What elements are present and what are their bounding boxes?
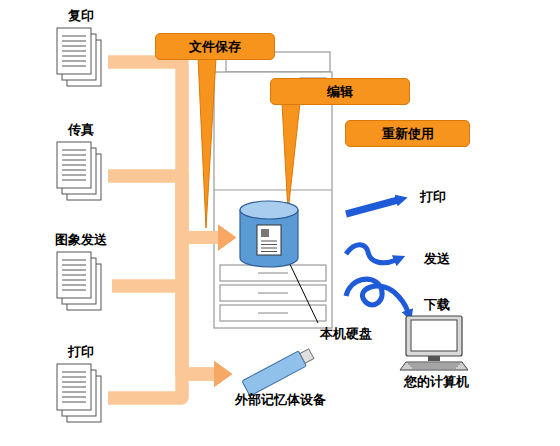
- node-label: 您的计算机: [386, 374, 486, 390]
- flow-arrow: [112, 238, 218, 286]
- hard-disk: 本机硬盘: [238, 198, 300, 286]
- flow-arrow: [112, 286, 214, 374]
- callout-text: 文件保存: [189, 39, 241, 55]
- leader-line: [286, 256, 318, 323]
- node-label: 外部记忆体设备: [220, 392, 340, 408]
- callout-box: 文件保存: [155, 33, 275, 60]
- flow-arrow: [108, 62, 218, 238]
- document-stack: 图象发送: [44, 232, 118, 316]
- computer-picture: [386, 314, 486, 374]
- usb-memory-picture: [220, 348, 340, 392]
- print-arrow: [346, 200, 398, 214]
- flow-arrow: [108, 238, 218, 398]
- document-stack: 传真: [48, 122, 114, 206]
- node-label: 图象发送: [44, 232, 118, 248]
- document-stack-picture: [48, 360, 114, 428]
- node-label: 复印: [48, 8, 114, 24]
- callout-tail: [282, 103, 300, 212]
- usb-memory: 外部记忆体设备: [220, 348, 340, 408]
- document-stack-picture: [48, 138, 114, 206]
- action-label: 打印: [420, 188, 446, 206]
- flow-arrow: [108, 62, 214, 374]
- node-label: 本机硬盘: [320, 326, 372, 342]
- send-arrow: [346, 245, 396, 263]
- computer: 您的计算机: [386, 314, 486, 390]
- action-label: 发送: [424, 250, 450, 268]
- node-label: 传真: [48, 122, 114, 138]
- callout-box: 编辑: [270, 78, 410, 105]
- flow-arrow: [108, 176, 218, 238]
- document-stack-picture: [48, 24, 114, 92]
- action-label: 下载: [424, 296, 450, 314]
- callout-text: 编辑: [327, 84, 353, 100]
- callout-box: 重新使用: [345, 120, 470, 147]
- document-stack: 打印: [48, 344, 114, 428]
- download-arrow: [346, 279, 408, 312]
- flow-arrow: [108, 176, 214, 374]
- hard-disk-picture: [238, 198, 300, 270]
- node-label: 打印: [48, 344, 114, 360]
- flow-arrow: [108, 374, 214, 398]
- callout-tail: [198, 58, 216, 228]
- callout-text: 重新使用: [382, 126, 434, 142]
- document-stack-picture: [44, 248, 118, 316]
- document-stack: 复印: [48, 8, 114, 92]
